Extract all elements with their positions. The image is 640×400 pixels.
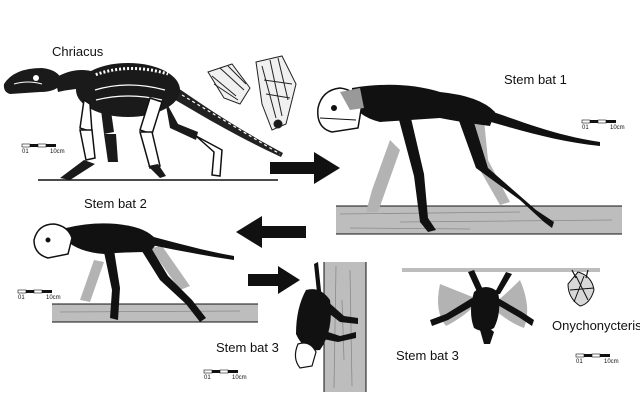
scale-stem-bat-2-start: 01 bbox=[18, 295, 25, 301]
scale-stem-bat-1-end: 10cm bbox=[610, 125, 625, 131]
scale-bar-stem-bat-2 bbox=[17, 289, 52, 294]
scale-chriacus-start: 01 bbox=[22, 149, 29, 155]
scale-bar-stem-bat-1 bbox=[581, 119, 616, 124]
arrow-right-2 bbox=[248, 266, 300, 294]
stem-bat-2-body bbox=[66, 223, 158, 254]
stem-bat-2-branch bbox=[52, 304, 258, 322]
label-chriacus: Chriacus bbox=[52, 44, 104, 59]
stem-bat-3-hanging-scene bbox=[402, 268, 600, 344]
onychonycteris-figure bbox=[567, 269, 595, 307]
label-stem-bat-3-hanging: Stem bat 3 bbox=[396, 348, 459, 363]
scale-bar-chriacus bbox=[21, 143, 56, 148]
label-stem-bat-2: Stem bat 2 bbox=[84, 196, 147, 211]
scale-onychonycteris-start: 01 bbox=[576, 359, 583, 365]
label-onychonycteris: Onychonycteris bbox=[552, 318, 640, 333]
stem-bat-2-skull bbox=[33, 223, 73, 259]
stem-bat-3-climbing-scene bbox=[294, 262, 367, 392]
label-stem-bat-1: Stem bat 1 bbox=[504, 72, 567, 87]
scale-stem-bat-3-start: 01 bbox=[204, 375, 211, 381]
chriacus-skeleton bbox=[3, 63, 283, 181]
hand-sketches bbox=[207, 55, 297, 131]
scale-onychonycteris-end: 10cm bbox=[604, 359, 619, 365]
label-stem-bat-3-climbing: Stem bat 3 bbox=[216, 340, 279, 355]
stem-bat-3-hanging-body bbox=[471, 287, 500, 331]
arrow-left-1 bbox=[236, 216, 306, 248]
vertical-trunk bbox=[324, 262, 366, 392]
chriacus-skull bbox=[3, 68, 62, 94]
stem-bat-2-scene bbox=[33, 223, 258, 323]
scale-bar-stem-bat-3 bbox=[203, 369, 238, 374]
arrow-right-1 bbox=[270, 152, 340, 184]
stem-bat-1-scene bbox=[317, 84, 622, 235]
scale-chriacus-end: 10cm bbox=[50, 149, 65, 155]
stem-bat-1-body bbox=[352, 84, 495, 126]
scale-stem-bat-2-end: 10cm bbox=[46, 295, 61, 301]
scale-stem-bat-1-start: 01 bbox=[582, 125, 589, 131]
scale-stem-bat-3-end: 10cm bbox=[232, 375, 247, 381]
scale-bar-onychonycteris bbox=[575, 353, 610, 358]
